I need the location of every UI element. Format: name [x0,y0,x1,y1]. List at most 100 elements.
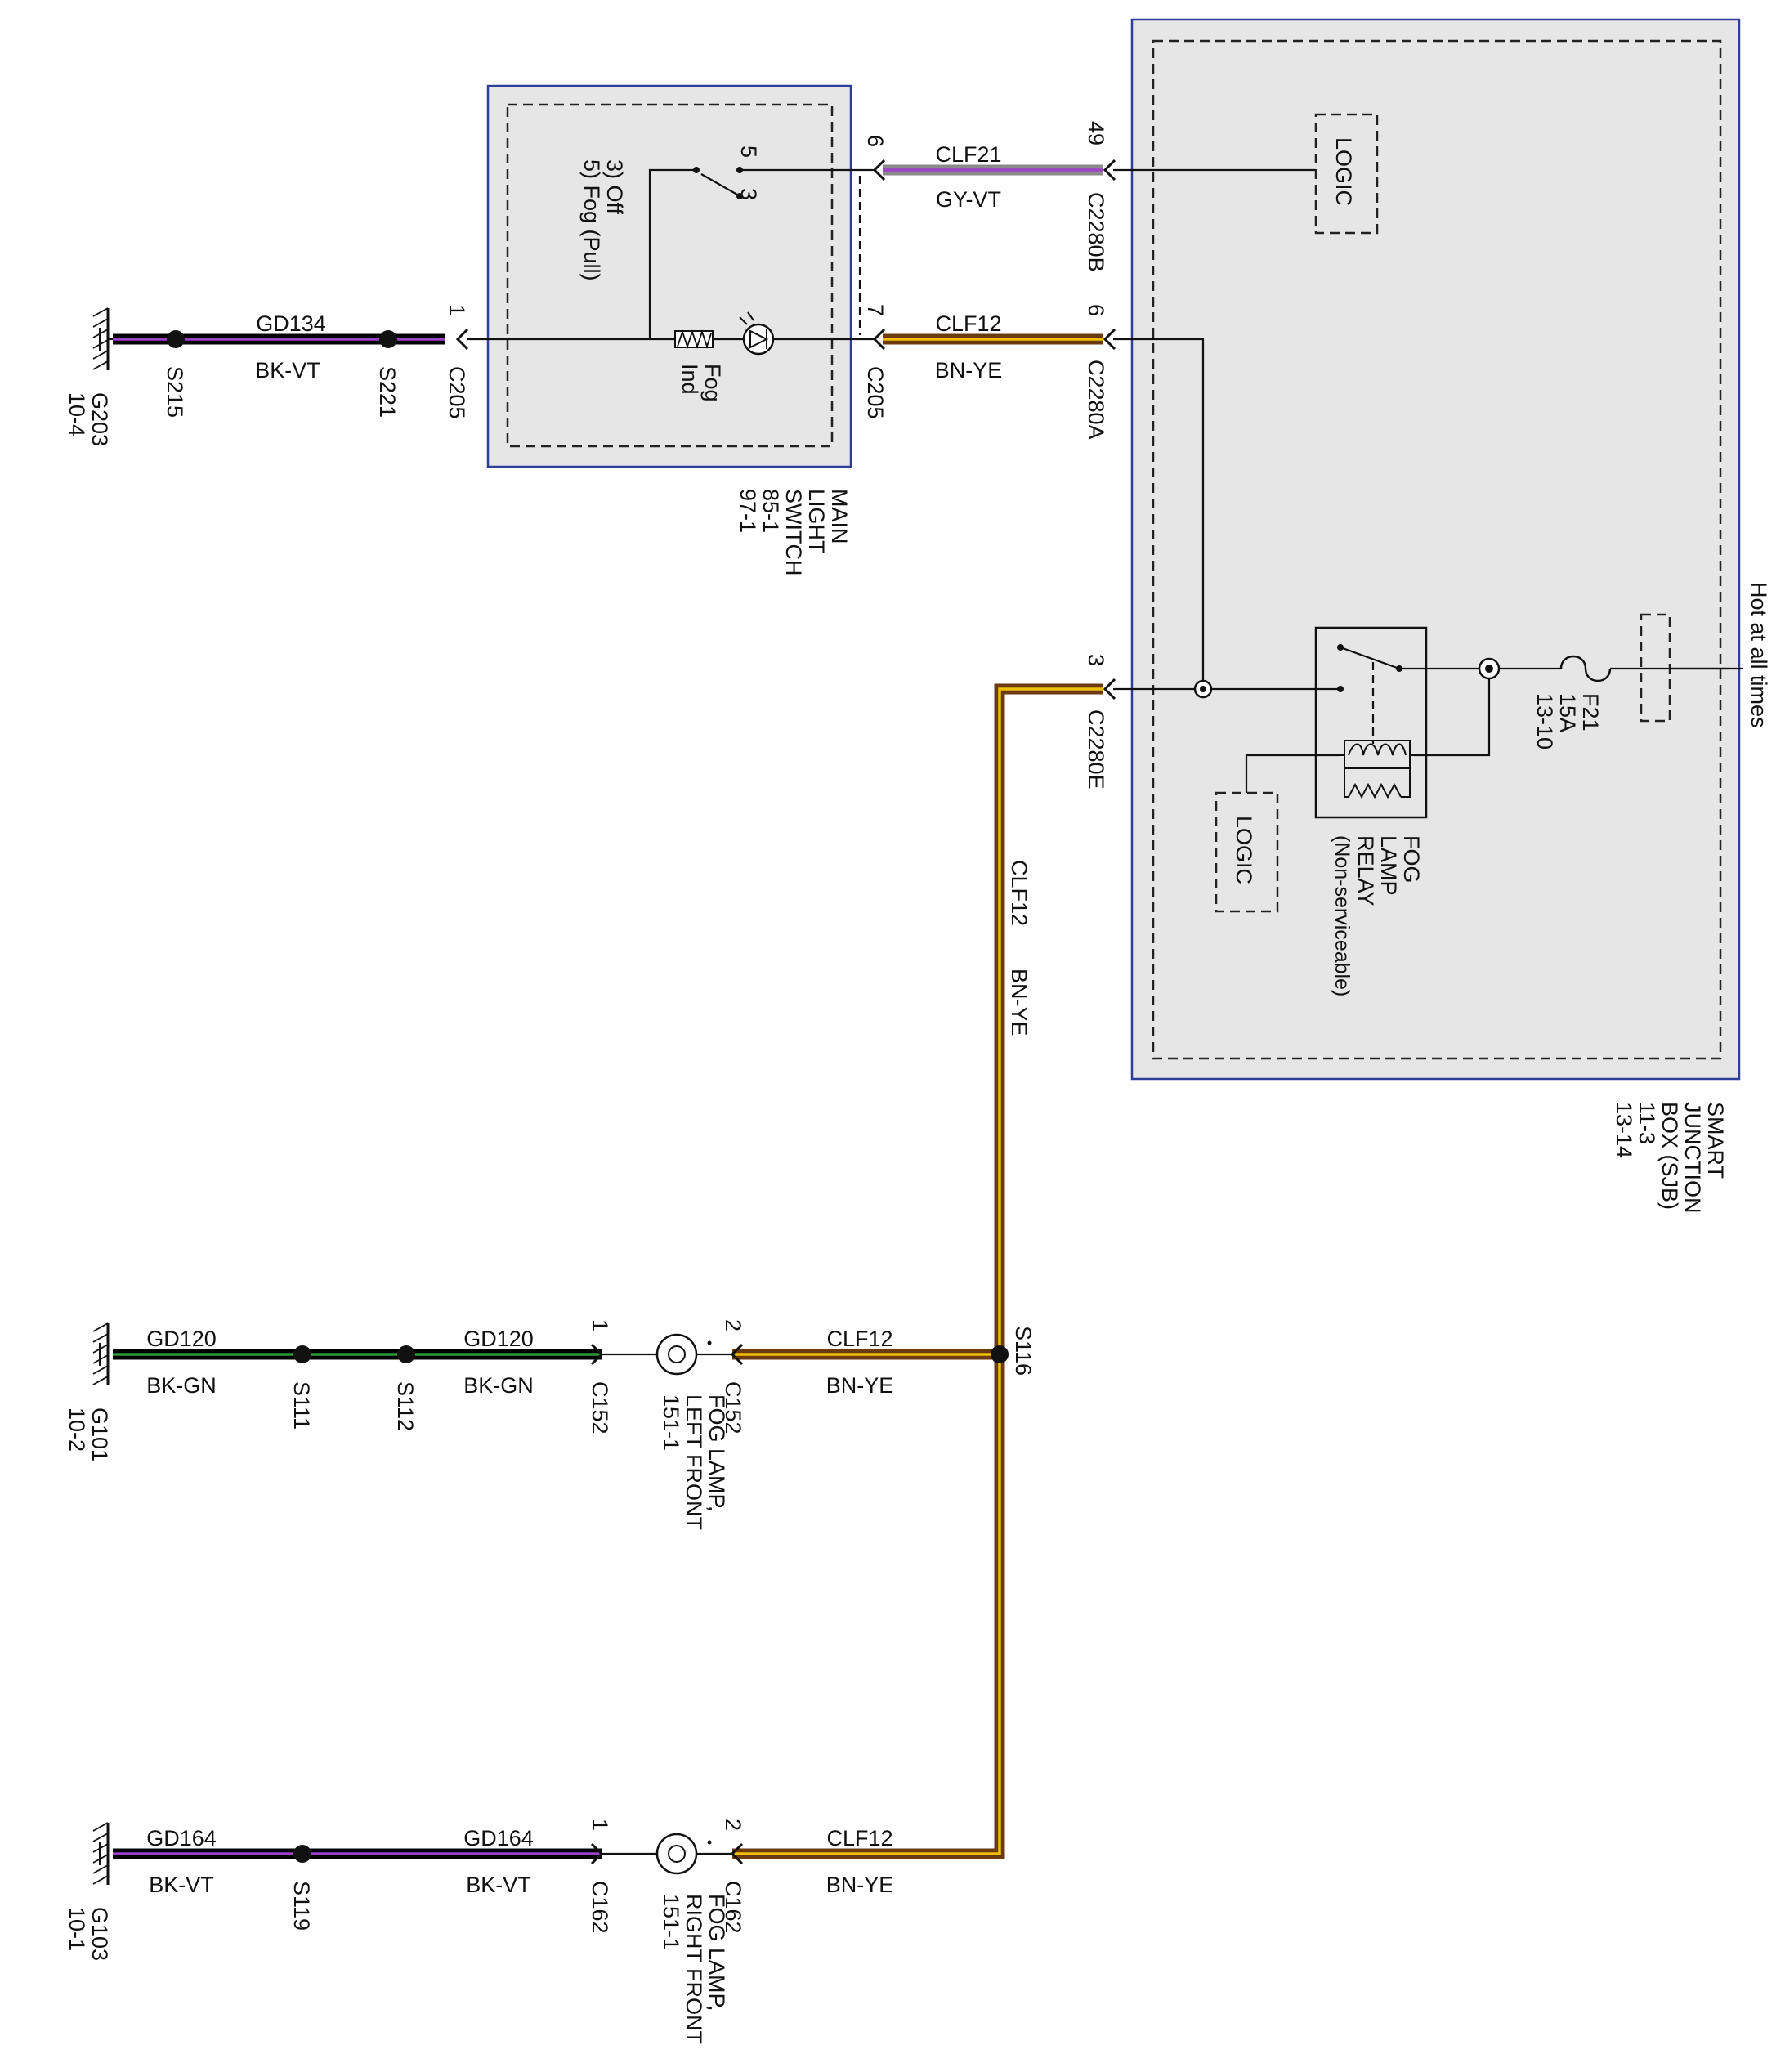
pin-7-c205: 7 [863,304,888,316]
connector-c205-right: C205 [863,366,888,419]
connector-c2280e-pin3-icon [1103,678,1116,700]
svg-text:FOG: FOG [1399,835,1424,884]
switch-state-off: 3) Off [602,159,627,215]
svg-text:JUNCTION: JUNCTION [1680,1102,1705,1214]
pin-3-c2280e: 3 [1084,654,1108,666]
pin-6-c205: 6 [863,135,888,147]
ground-g203-ref: 10-4 [65,392,89,436]
hot-at-all-times-label: Hot at all times [1747,582,1771,728]
splice-s112 [397,1345,415,1363]
switch-contact-icon [693,167,743,199]
circuit-clf21-color: GY-VT [936,187,1001,212]
fog-lamp-right-title: FOG LAMP, RIGHT FRONT 151-1 [659,1894,729,2044]
splice-s221 [379,330,397,348]
fuse-rating-label: 15A [1555,693,1580,732]
circuit-gd164-color-b: BK-VT [466,1873,531,1897]
circuit-clf12-color-right: BN-YE [826,1873,894,1897]
connector-c162-right: C162 [721,1881,745,1934]
pin-1-c152: 1 [588,1319,612,1331]
ground-g101-ref: 10-2 [65,1407,89,1452]
svg-text:FOG LAMP,: FOG LAMP, [705,1894,729,2012]
ground-g103-id: G103 [87,1907,112,1961]
connector-c152-right: C152 [721,1381,745,1434]
switch-contact-5: 5 [736,145,761,158]
junction-node-fuse [1478,657,1501,680]
splice-s116-label: S116 [1011,1326,1036,1376]
splice-nodes [167,330,1501,1863]
circuit-clf12-id-vertical: CLF12 [1007,860,1031,926]
sjb-title: SMART JUNCTION BOX (SJB) 11-3 13-14 [1612,1102,1728,1214]
svg-text:RELAY: RELAY [1353,835,1378,906]
circuit-gd164-id-b: GD164 [463,1826,534,1850]
connector-c205-pin7-icon [872,328,886,351]
fog-ind-label-1: Fog [700,364,725,402]
logic-label-lower: LOGIC [1232,816,1256,884]
splice-s119-label: S119 [289,1881,314,1931]
svg-text:(Non-serviceable): (Non-serviceable) [1331,835,1353,996]
connector-c205-pin6-icon [872,159,886,181]
ground-g103-ref: 10-1 [65,1907,89,1951]
svg-text:85-1: 85-1 [758,489,783,533]
fuse-f21-icon [1559,655,1612,682]
circuit-clf12-color-vertical: BN-YE [1007,969,1031,1036]
switch-contact-3: 3 [736,188,761,200]
connector-c152-left: C152 [588,1381,612,1434]
circuit-gd134-color: BK-VT [255,358,320,383]
svg-text:11-3: 11-3 [1635,1102,1659,1144]
pin-49-c2280b: 49 [1084,121,1108,145]
fog-lamp-left-title: FOG LAMP, LEFT FRONT 151-1 [659,1394,729,1530]
connector-c205-left: C205 [445,366,469,419]
svg-text:BOX (SJB): BOX (SJB) [1658,1102,1682,1210]
junction-node [1193,679,1213,699]
svg-text:MAIN: MAIN [827,489,852,544]
splice-s221-label: S221 [375,366,400,418]
connector-c205-pin1-icon [455,328,469,351]
connector-c2280a: C2280A [1084,360,1108,440]
connector-c2280b-pin49-icon [1103,159,1116,181]
splice-s119 [293,1845,311,1863]
circuit-clf12-id-right: CLF12 [826,1826,892,1850]
circuit-clf12-color-left: BN-YE [826,1373,894,1398]
circuit-gd164-id-a: GD164 [146,1826,217,1850]
svg-text:RIGHT FRONT: RIGHT FRONT [682,1894,706,2044]
svg-text:LEFT FRONT: LEFT FRONT [682,1394,706,1530]
splice-s116 [991,1345,1009,1363]
logic-block-upper [1314,113,1379,235]
connector-c2280e: C2280E [1084,709,1108,790]
splice-s111 [293,1345,311,1363]
connector-symbols [455,159,1116,1865]
svg-text:13-14: 13-14 [1612,1102,1636,1158]
logic-block-lower [1215,791,1279,913]
circuit-gd164-color-a: BK-VT [149,1873,214,1897]
pin-2-c162: 2 [721,1819,745,1831]
pin-6-c2280a: 6 [1084,304,1108,316]
circuit-gd120-id-a: GD120 [146,1327,217,1351]
pin-1-c162: 1 [588,1819,612,1831]
switch-state-fog: 5) Fog (Pull) [579,159,604,281]
svg-text:SMART: SMART [1703,1102,1728,1179]
fog-lamp-left-icon [602,1333,732,1376]
main-light-switch-module [486,84,852,468]
circuit-clf12-id-upper: CLF12 [935,311,1001,336]
circuit-clf21-id: CLF21 [935,142,1001,167]
svg-text:151-1: 151-1 [659,1894,683,1950]
fog-lamp-right-icon [602,1833,732,1875]
ground-g203-icon [92,307,113,370]
connector-c2280b: C2280B [1084,192,1108,272]
circuit-labels: GD134 BK-VT CLF21 GY-VT CLF12 BN-YE GD12… [146,142,1002,1897]
svg-text:151-1: 151-1 [659,1394,683,1451]
splice-s111-label: S111 [289,1381,314,1430]
pin-1-c205: 1 [445,304,469,316]
svg-text:97-1: 97-1 [736,489,760,533]
circuit-clf12-color-upper: BN-YE [935,358,1003,383]
svg-text:SWITCH: SWITCH [781,489,806,575]
circuit-clf12-id-left: CLF12 [826,1327,892,1351]
smart-junction-box-module [1130,18,1741,1081]
fog-indicator-lamp-icon [739,311,775,356]
splice-s215 [167,330,185,348]
svg-text:FOG LAMP,: FOG LAMP, [705,1394,729,1512]
connector-c162-left: C162 [588,1881,612,1934]
logic-label-upper: LOGIC [1331,137,1356,206]
ground-g101-id: G101 [87,1407,112,1461]
